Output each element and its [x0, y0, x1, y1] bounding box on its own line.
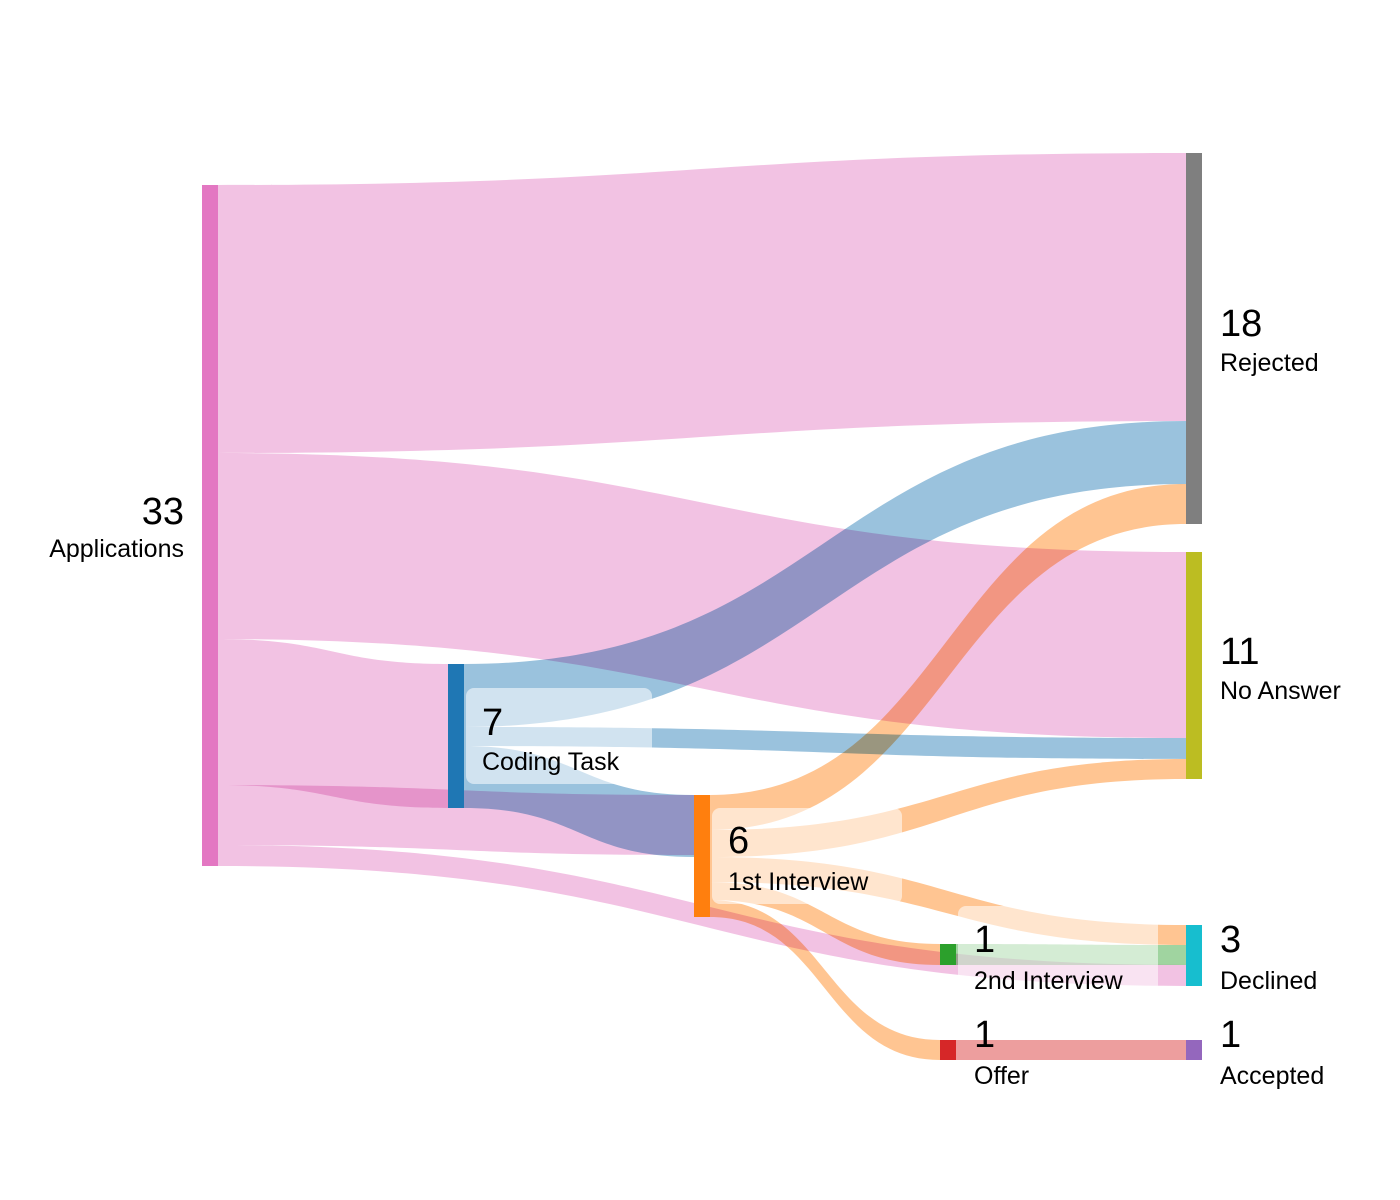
node-value-second_interview: 1	[974, 919, 995, 961]
node-accepted	[1186, 1040, 1202, 1060]
node-value-first_interview: 6	[728, 820, 749, 862]
node-name-accepted: Accepted	[1220, 1062, 1324, 1090]
node-name-no_answer: No Answer	[1220, 677, 1341, 705]
node-declined	[1186, 925, 1202, 986]
sankey-nodes	[202, 153, 1202, 1060]
link-first_interview-to-offer	[710, 900, 940, 1060]
node-offer	[940, 1040, 956, 1060]
node-name-coding_task: Coding Task	[482, 748, 620, 776]
node-coding_task	[448, 664, 464, 808]
node-value-rejected: 18	[1220, 303, 1262, 345]
node-rejected	[1186, 153, 1202, 524]
node-second_interview	[940, 944, 956, 965]
node-value-offer: 1	[974, 1014, 995, 1056]
node-value-no_answer: 11	[1220, 631, 1259, 673]
link-applications-to-coding_task	[218, 639, 448, 808]
node-name-rejected: Rejected	[1220, 349, 1319, 377]
node-value-coding_task: 7	[482, 702, 503, 744]
node-name-first_interview: 1st Interview	[728, 868, 869, 896]
node-name-second_interview: 2nd Interview	[974, 967, 1124, 995]
label-background-coding_task	[466, 688, 652, 784]
link-applications-to-rejected	[218, 153, 1186, 453]
node-value-applications: 33	[142, 491, 184, 533]
label-background-first_interview	[712, 808, 902, 904]
node-first_interview	[694, 795, 710, 917]
node-applications	[202, 185, 218, 866]
node-name-applications: Applications	[49, 535, 184, 563]
node-value-accepted: 1	[1220, 1014, 1241, 1056]
node-name-declined: Declined	[1220, 967, 1317, 995]
label-background-second_interview	[958, 906, 1158, 996]
link-offer-to-accepted	[956, 1040, 1186, 1060]
node-no_answer	[1186, 552, 1202, 779]
link-coding_task-to-rejected	[464, 421, 1186, 727]
node-value-declined: 3	[1220, 919, 1241, 961]
node-name-offer: Offer	[974, 1062, 1029, 1090]
link-first_interview-to-rejected	[710, 484, 1186, 830]
